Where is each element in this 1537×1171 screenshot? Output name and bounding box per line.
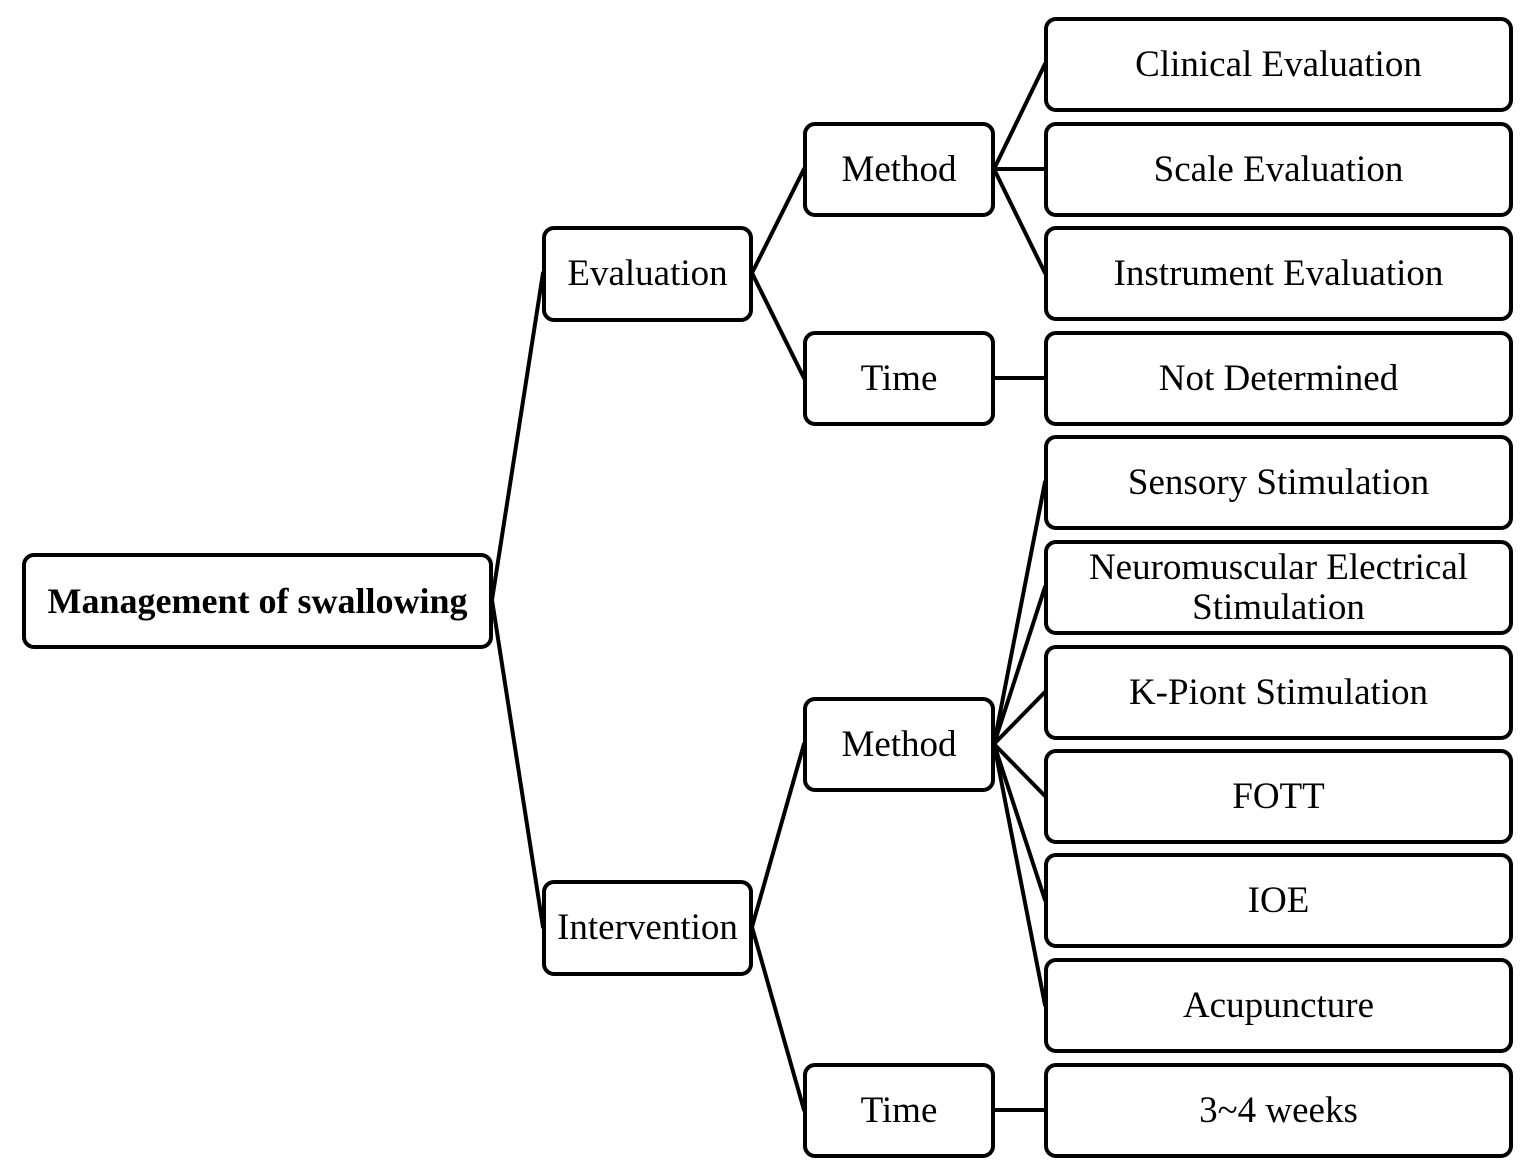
leaf-node: 3~4 weeks [1044,1063,1513,1158]
leaf-node: Neuromuscular Electrical Stimulation [1044,540,1513,635]
intervention-node: Intervention [542,880,753,976]
leaf-label: Sensory Stimulation [1127,461,1430,503]
intervention-time-label: Time [860,1089,938,1131]
edge-int-method-leaf [992,742,1047,1007]
leaf-node: Sensory Stimulation [1044,435,1513,530]
edge-int-method-leaf [992,742,1047,902]
intervention-method-node: Method [803,697,995,792]
root-label: Management of swallowing [47,580,468,621]
leaf-label: IOE [1247,879,1310,921]
edge-intervention-method [750,742,806,929]
leaf-node: Clinical Evaluation [1044,17,1513,112]
evaluation-method-label: Method [841,148,957,190]
edge-root-intervention [490,598,545,929]
edge-int-method-leaf [992,690,1047,746]
leaf-label: Not Determined [1158,357,1399,399]
leaf-label: K-Piont Stimulation [1128,671,1429,713]
intervention-time-node: Time [803,1063,995,1158]
edge-evaluation-time [750,271,806,380]
intervention-label: Intervention [557,907,738,949]
leaf-node: FOTT [1044,749,1513,844]
leaf-node: Instrument Evaluation [1044,226,1513,321]
leaf-node: Acupuncture [1044,958,1513,1053]
leaf-label: Instrument Evaluation [1113,252,1444,294]
leaf-node: IOE [1044,853,1513,948]
leaf-label: 3~4 weeks [1199,1089,1358,1131]
leaf-label: FOTT [1232,775,1325,817]
edge-int-method-leaf [992,742,1047,798]
evaluation-time-node: Time [803,331,995,426]
evaluation-method-node: Method [803,122,995,217]
edge-root-evaluation [490,271,545,602]
evaluation-time-label: Time [860,357,938,399]
leaf-label: Scale Evaluation [1153,148,1404,190]
evaluation-label: Evaluation [567,253,728,295]
intervention-method-label: Method [841,723,957,765]
edge-int-method-leaf [992,480,1047,746]
edge-intervention-time [750,925,806,1112]
leaf-label: Neuromuscular Electrical Stimulation [1088,546,1469,628]
leaf-node: K-Piont Stimulation [1044,645,1513,740]
edge-eval-method-leaf [992,167,1047,275]
evaluation-node: Evaluation [542,226,753,322]
edge-int-method-leaf [992,585,1047,746]
edge-evaluation-method [750,167,806,275]
root-node: Management of swallowing [22,553,493,649]
leaf-label: Clinical Evaluation [1135,43,1422,85]
leaf-label: Acupuncture [1182,984,1375,1026]
edge-eval-method-leaf [992,62,1047,171]
leaf-node: Scale Evaluation [1044,122,1513,217]
leaf-node: Not Determined [1044,331,1513,426]
